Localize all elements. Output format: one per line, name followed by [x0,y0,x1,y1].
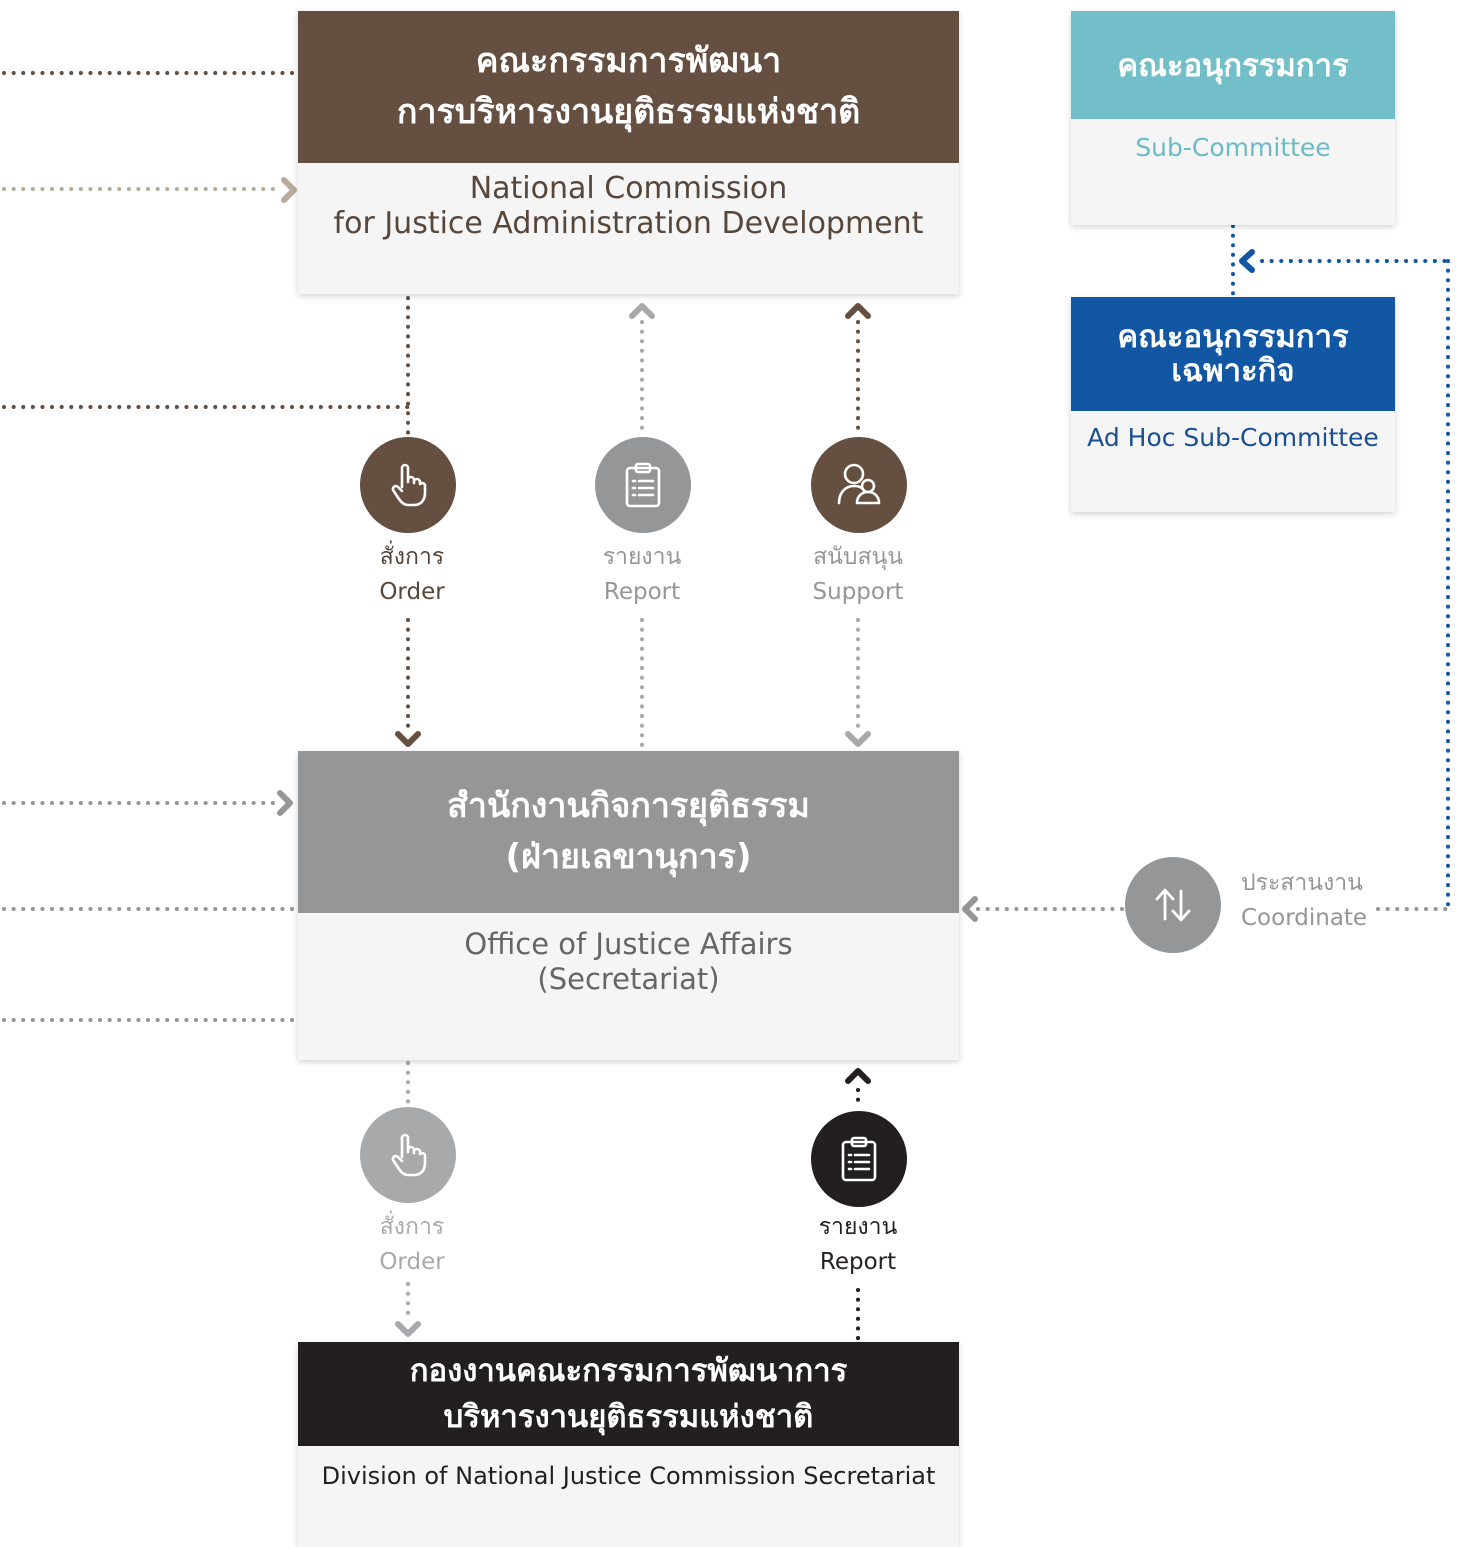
report-top-en: Report [603,579,681,605]
office-en-line2: (Secretariat) [537,962,720,996]
coordinate-th: ประสานงาน [1241,870,1363,896]
adhoc-committee-th-line1: คณะอนุกรรมการ [1117,319,1349,355]
coordinate-en: Coordinate [1241,905,1368,931]
arrow-order-bottom [395,1321,421,1337]
order-bottom-th: สั่งการ [379,1214,445,1240]
report-bottom-label: รายงาน Report [778,1210,938,1280]
clipboard-icon [625,462,661,508]
people-icon [837,463,881,505]
division-header: กองงานคณะกรรมการพัฒนาการ บริหารงานยุติธร… [298,1342,959,1446]
national-commission-box: คณะกรรมการพัฒนา การบริหารงานยุติธรรมแห่ง… [298,11,959,294]
arrow-report-top [629,303,655,319]
report-bottom-circle [811,1111,907,1207]
national-commission-en-line1: National Commission [469,171,788,206]
order-top-en: Order [379,579,445,605]
coordinate-circle [1125,857,1221,953]
report-top-circle [595,437,691,533]
order-bottom-en: Order [379,1249,445,1275]
office-en-line1: Office of Justice Affairs [464,927,793,961]
office-justice-affairs-box: สำนักงานกิจการยุติธรรม (ฝ่ายเลขานุการ) O… [298,751,959,1060]
order-top-circle [360,437,456,533]
office-th-line2: (ฝ่ายเลขานุการ) [505,837,752,877]
arrow-adhoc [1239,249,1255,273]
support-top-th: สนับสนุน [813,544,903,570]
arrow-support-down [845,731,871,747]
national-commission-body: National Commission for Justice Administ… [298,163,959,294]
national-commission-header: คณะกรรมการพัฒนา การบริหารงานยุติธรรมแห่ง… [298,11,959,163]
swap-arrows-icon [1155,888,1191,922]
office-th-line1: สำนักงานกิจการยุติธรรม [447,786,810,826]
report-top-th: รายงาน [602,544,682,570]
order-bottom-circle [360,1107,456,1203]
office-body: Office of Justice Affairs (Secretariat) [298,913,959,1060]
adhoc-committee-box: คณะอนุกรรมการ เฉพาะกิจ Ad Hoc Sub-Commit… [1071,297,1395,512]
arrow-coordinate-office [962,896,978,922]
sub-committee-en: Sub-Committee [1135,133,1331,162]
sub-committee-body: Sub-Committee [1071,119,1395,225]
adhoc-committee-en: Ad Hoc Sub-Committee [1087,423,1379,452]
national-commission-th-line2: การบริหารงานยุติธรรมแห่งชาติ [396,92,861,132]
pointing-hand-icon [391,463,427,507]
office-header: สำนักงานกิจการยุติธรรม (ฝ่ายเลขานุการ) [298,751,959,913]
order-top-th: สั่งการ [379,544,445,570]
report-bottom-en: Report [819,1249,897,1275]
national-commission-th-line1: คณะกรรมการพัฒนา [475,41,782,81]
sub-committee-box: คณะอนุกรรมการ Sub-Committee [1071,11,1395,225]
adhoc-committee-body: Ad Hoc Sub-Committee [1071,411,1395,512]
order-top-label: สั่งการ Order [332,540,492,610]
coordinate-label: ประสานงาน Coordinate [1241,866,1401,936]
adhoc-committee-header: คณะอนุกรรมการ เฉพาะกิจ [1071,297,1395,411]
adhoc-committee-th-line2: เฉพาะกิจ [1171,353,1295,389]
pointing-hand-icon [391,1133,427,1177]
clipboard-icon [841,1136,877,1182]
report-top-label: รายงาน Report [562,540,722,610]
support-top-label: สนับสนุน Support [778,540,938,610]
division-th-line2: บริหารงานยุติธรรมแห่งชาติ [443,1399,814,1435]
arrow-left-4 [277,790,293,816]
arrow-order-top [395,731,421,747]
arrow-left-2 [281,177,297,203]
arrow-report-bottom [845,1068,871,1084]
support-top-en: Support [812,579,904,605]
division-box: กองงานคณะกรรมการพัฒนาการ บริหารงานยุติธร… [298,1342,959,1547]
report-bottom-th: รายงาน [818,1214,898,1240]
division-en: Division of National Justice Commission … [321,1462,936,1490]
division-th-line1: กองงานคณะกรรมการพัฒนาการ [409,1353,848,1389]
support-top-circle [811,437,907,533]
division-body: Division of National Justice Commission … [298,1446,959,1547]
arrow-support-top [845,303,871,319]
order-bottom-label: สั่งการ Order [332,1210,492,1280]
sub-committee-header: คณะอนุกรรมการ [1071,11,1395,119]
national-commission-en-line2: for Justice Administration Development [333,206,924,241]
